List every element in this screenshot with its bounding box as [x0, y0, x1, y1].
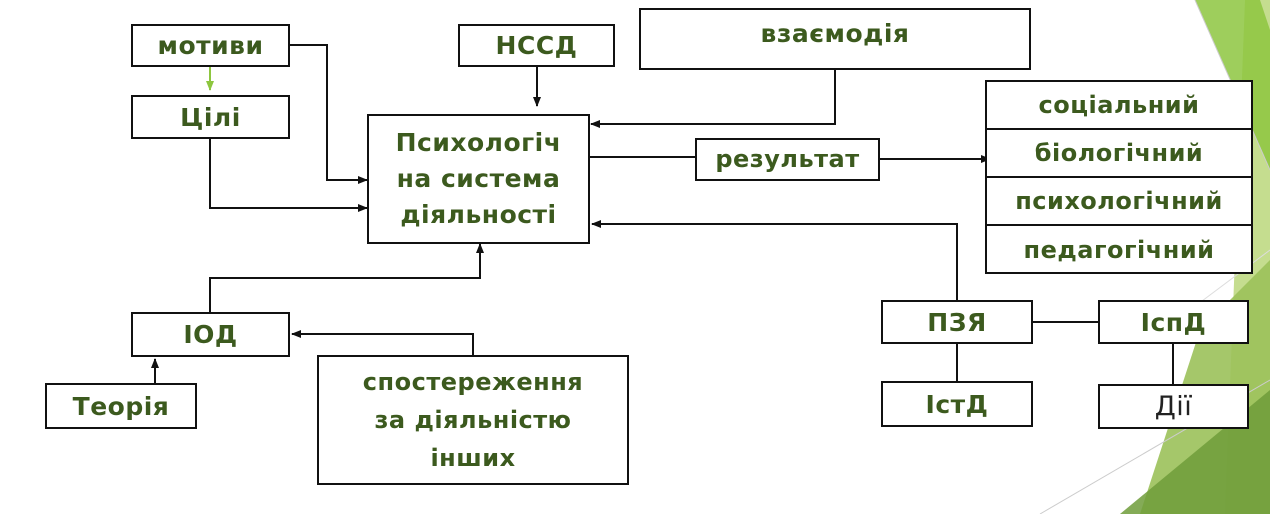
- node-iod-label: ІОД: [183, 320, 238, 349]
- node-motives: мотиви: [131, 24, 290, 67]
- node-interaction-label: взаємодія: [760, 19, 910, 48]
- edge-interaction-system: [590, 70, 836, 128]
- connectors: [151, 44, 1174, 384]
- result-type-pedagogical: педагогічний: [1023, 236, 1215, 264]
- node-istd-label: ІстД: [925, 389, 989, 419]
- node-nssd-label: НССД: [495, 31, 578, 60]
- edge-goals-system: [209, 139, 368, 212]
- node-observation-line-1: спостереження: [362, 368, 584, 396]
- result-type-psychological: психологічний: [1015, 187, 1223, 215]
- result-types-table: соціальний біологічний психологічний пед…: [985, 80, 1253, 274]
- node-motives-label: мотиви: [157, 31, 264, 60]
- node-psych-system-line-3: діяльності: [400, 200, 557, 229]
- node-result-label: результат: [715, 145, 860, 173]
- node-nssd: НССД: [458, 24, 615, 67]
- result-type-row: соціальний: [987, 82, 1251, 130]
- node-observation-line-3: інших: [430, 444, 516, 472]
- node-goals-label: Цілі: [180, 102, 241, 132]
- result-type-social: соціальний: [1038, 91, 1200, 119]
- result-type-biological: біологічний: [1034, 139, 1204, 167]
- node-pzya: ПЗЯ: [881, 300, 1033, 344]
- node-theory-label: Теорія: [72, 391, 170, 421]
- node-actions: Дії: [1098, 384, 1249, 429]
- result-type-row: біологічний: [987, 130, 1251, 178]
- node-actions-label: Дії: [1154, 391, 1193, 422]
- node-observation-line-2: за діяльністю: [374, 406, 572, 434]
- node-observation: спостереження за діяльністю інших: [317, 355, 629, 485]
- node-ispd: ІспД: [1098, 300, 1249, 344]
- edge-observation-iod: [291, 330, 474, 355]
- result-type-row: педагогічний: [987, 226, 1251, 274]
- node-result: результат: [695, 138, 880, 181]
- edge-motives-system: [290, 44, 368, 184]
- node-goals: Цілі: [131, 95, 290, 139]
- node-interaction: взаємодія: [639, 8, 1031, 70]
- node-psych-system: Психологіч на система діяльності: [367, 114, 590, 244]
- edge-pzya-system: [591, 220, 958, 300]
- node-iod: ІОД: [131, 312, 290, 357]
- node-psych-system-line-2: на система: [396, 164, 561, 193]
- node-istd: ІстД: [881, 381, 1033, 427]
- node-psych-system-line-1: Психологіч: [395, 128, 562, 157]
- node-ispd-label: ІспД: [1140, 307, 1207, 337]
- node-pzya-label: ПЗЯ: [927, 307, 987, 337]
- edge-iod-system: [209, 243, 484, 312]
- result-type-row: психологічний: [987, 178, 1251, 226]
- node-theory: Теорія: [45, 383, 197, 429]
